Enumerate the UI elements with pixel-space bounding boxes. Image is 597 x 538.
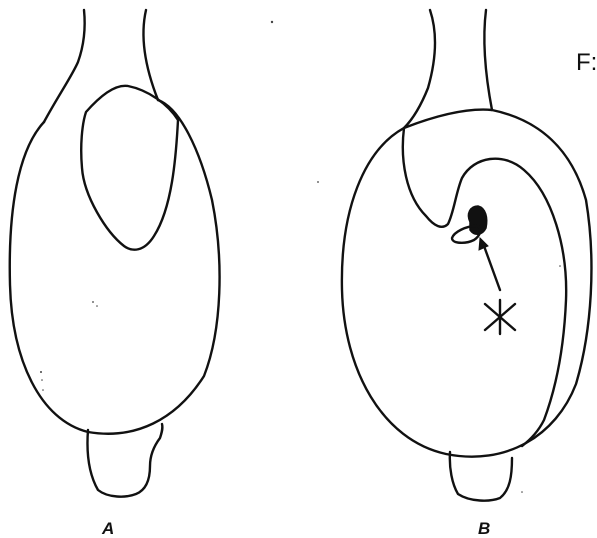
panel-a-speck [40, 371, 42, 373]
panel-b-stalk-right [484, 10, 492, 110]
panel-a-speck [96, 305, 98, 307]
panel-b-stalk-left [404, 10, 435, 128]
panel-b-speck [559, 265, 561, 267]
figure-label: F: [576, 49, 597, 76]
panel-a-label: A [101, 519, 114, 538]
panel-b-embryo-fold [403, 128, 566, 446]
panel-b-speck [271, 21, 273, 23]
panel-a-body-outline [10, 100, 220, 434]
panel-b-bottom-tip [450, 452, 512, 501]
panel-a-stalk-left [44, 10, 85, 122]
panel-b-arrow [479, 238, 500, 290]
panel-b-arrowhead-icon [479, 238, 488, 250]
panel-b-dark-spot [468, 206, 486, 234]
panel-b-asterisk-marker-icon [485, 300, 515, 334]
panel-b [271, 10, 592, 501]
panel-a-speck [42, 389, 44, 391]
panel-a-bottom-tip [87, 424, 162, 497]
panel-b-arrow-shaft [484, 246, 500, 290]
panel-b-speck [521, 491, 523, 493]
panel-a [10, 10, 220, 497]
panel-b-body-outline [342, 110, 592, 457]
panel-a-upper-inner-structure [81, 86, 178, 250]
panel-a-speck [41, 379, 43, 381]
panel-a-speck [92, 301, 94, 303]
panel-a-stalk-right [144, 10, 158, 100]
panel-b-label: B [478, 519, 490, 538]
panel-b-speck [317, 181, 319, 183]
